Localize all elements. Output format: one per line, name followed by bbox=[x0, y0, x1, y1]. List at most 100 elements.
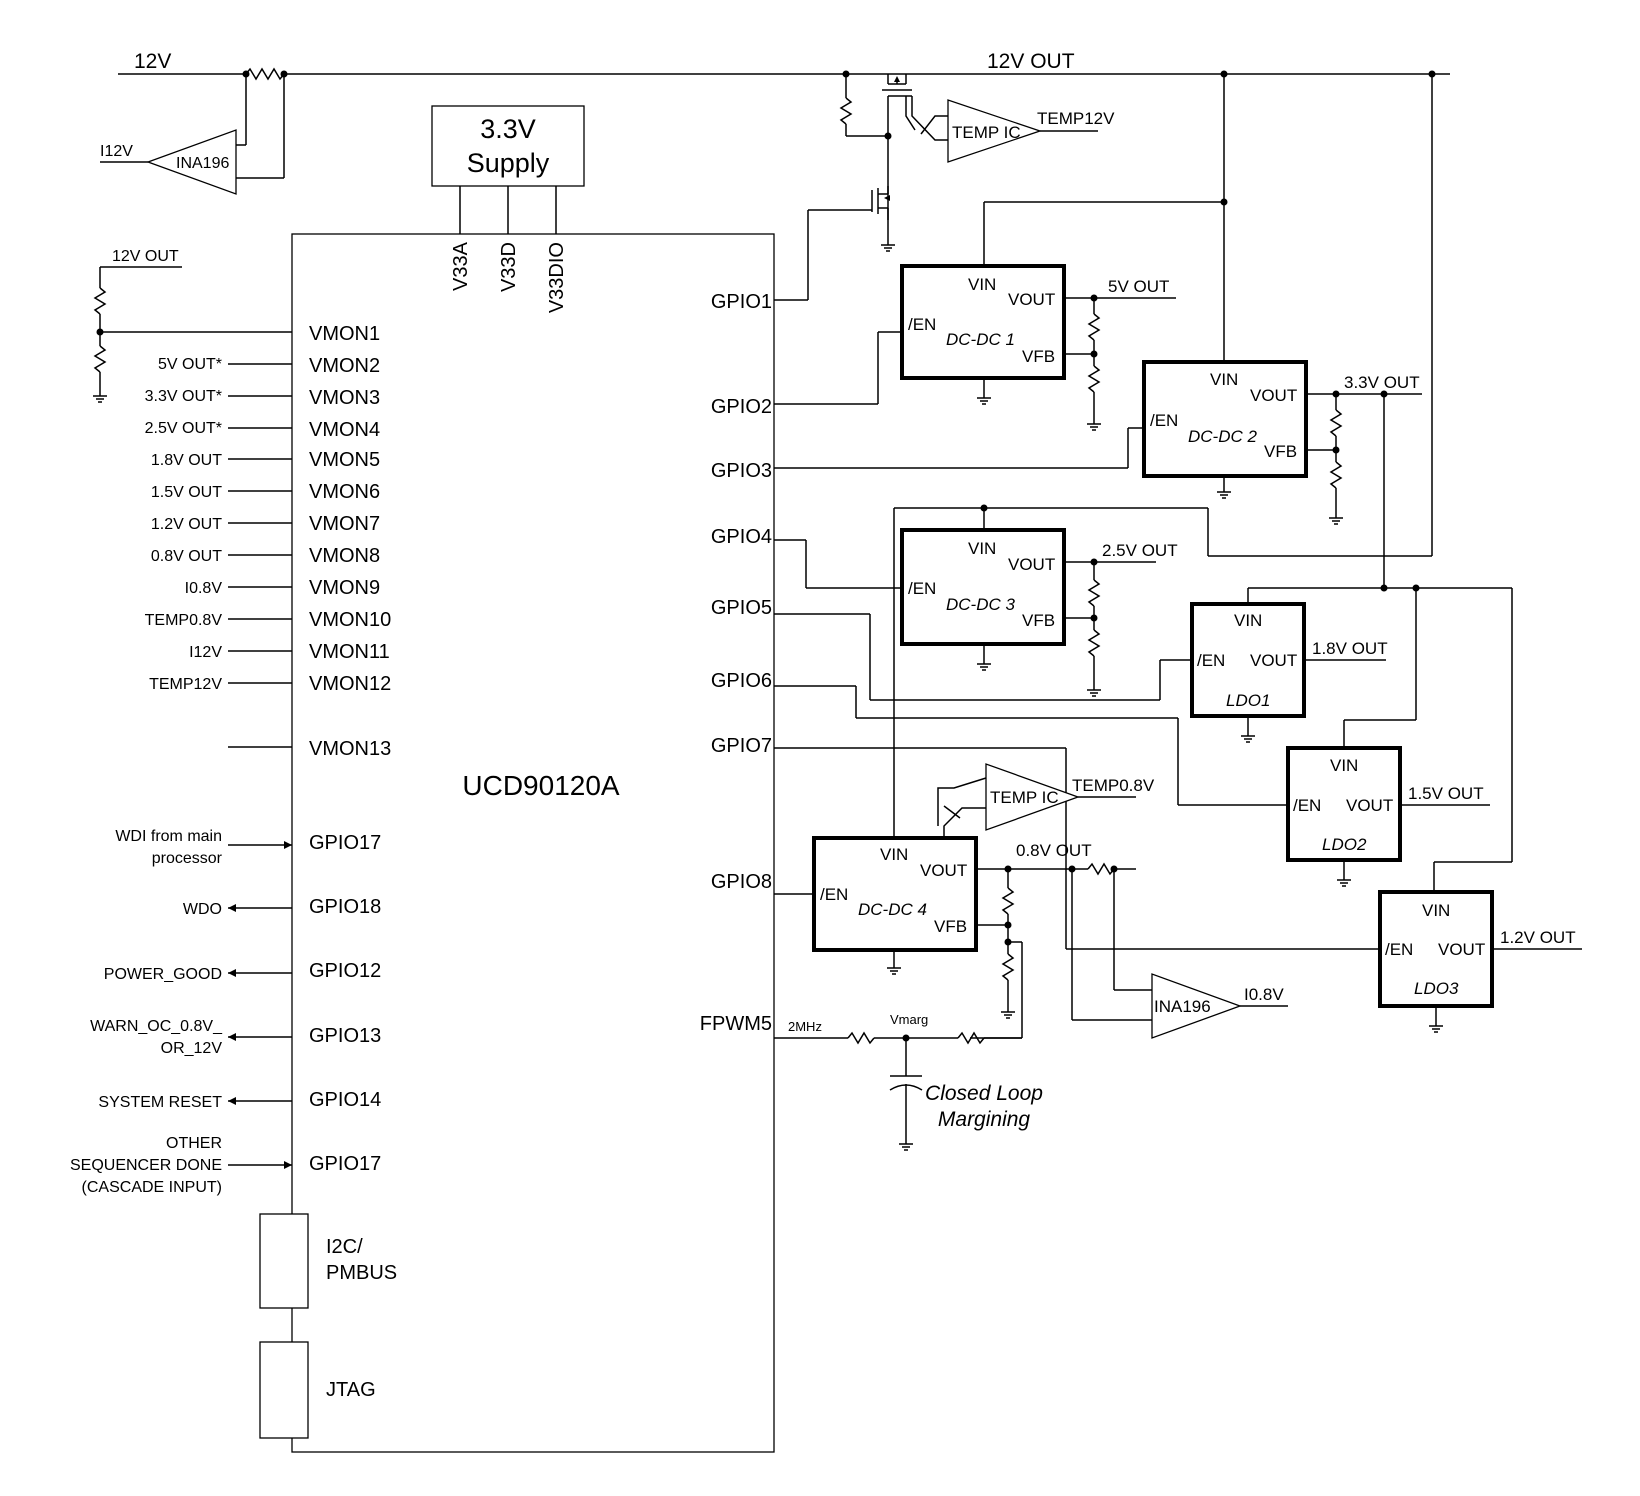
ldo2-regulator: VIN /EN VOUT LDO2 1.5V OUT bbox=[774, 685, 1490, 887]
vmon6-label: VMON6 bbox=[309, 481, 380, 503]
fpwm5-pin: FPWM5 bbox=[700, 1013, 772, 1035]
gpio12-pin: GPIO12 bbox=[309, 960, 381, 982]
ina196-08v-output-label: I0.8V bbox=[1244, 985, 1284, 1004]
ldo1-regulator: VIN /EN VOUT LDO1 1.8V OUT bbox=[774, 602, 1388, 743]
gpio8-pin: GPIO8 bbox=[711, 871, 772, 893]
gpio17-wdi-signal-line2: processor bbox=[152, 850, 223, 867]
ldo1-name: LDO1 bbox=[1226, 691, 1270, 710]
gpio3-pin: GPIO3 bbox=[711, 460, 772, 482]
ucd90120a-chip: UCD90120A V33A V33D V33DIO bbox=[291, 233, 775, 1453]
ldo2-output-label: 1.5V OUT bbox=[1408, 784, 1484, 803]
pin-v33dio: V33DIO bbox=[546, 242, 568, 313]
vmon2-signal: 5V OUT* bbox=[158, 356, 222, 373]
dcdc4-output-label: 0.8V OUT bbox=[1016, 841, 1092, 860]
vmon12-label: VMON12 bbox=[309, 673, 391, 695]
dcdc2-vout: VOUT bbox=[1250, 386, 1297, 405]
gpio13-pin: GPIO13 bbox=[309, 1025, 381, 1047]
left-gpio-list: WDI from main processor GPIO17 WDO GPIO1… bbox=[70, 828, 381, 1196]
temp08v-ic-label: TEMP IC bbox=[990, 788, 1059, 807]
vmon9-signal: I0.8V bbox=[185, 580, 223, 597]
vmon3-signal: 3.3V OUT* bbox=[145, 388, 222, 405]
vmon13-label: VMON13 bbox=[309, 738, 391, 760]
vmon4-signal: 2.5V OUT* bbox=[145, 420, 222, 437]
gpio17-wdi-pin: GPIO17 bbox=[309, 832, 381, 854]
dcdc4-vfb: VFB bbox=[934, 917, 967, 936]
vmon1-divider-label: 12V OUT bbox=[112, 248, 179, 265]
gpio17-cascade-line1: OTHER bbox=[166, 1135, 222, 1152]
ina196-12v-label: INA196 bbox=[176, 155, 229, 172]
margining-freq-label: 2MHz bbox=[788, 1019, 822, 1034]
ldo3-en: /EN bbox=[1385, 940, 1413, 959]
gpio17-wdi-signal-line1: WDI from main bbox=[115, 828, 222, 845]
vmon7-signal: 1.2V OUT bbox=[151, 516, 222, 533]
gpio18-signal: WDO bbox=[183, 901, 222, 918]
gpio1-pin: GPIO1 bbox=[711, 291, 772, 313]
dcdc2-vfb: VFB bbox=[1264, 442, 1297, 461]
dcdc2-output-label: 3.3V OUT bbox=[1344, 373, 1420, 392]
dcdc4-name: DC-DC 4 bbox=[858, 900, 927, 919]
right-pin-list: GPIO1 GPIO2 GPIO3 GPIO4 GPIO5 GPIO6 GPIO… bbox=[700, 291, 772, 1035]
dcdc3-vfb: VFB bbox=[1022, 611, 1055, 630]
temp12v-ic-label: TEMP IC bbox=[952, 123, 1021, 142]
margining-caption-line1: Closed Loop bbox=[925, 1082, 1043, 1105]
vmon7-label: VMON7 bbox=[309, 513, 380, 535]
gpio14-pin: GPIO14 bbox=[309, 1089, 381, 1111]
ldo1-output-label: 1.8V OUT bbox=[1312, 639, 1388, 658]
vmon4-label: VMON4 bbox=[309, 419, 380, 441]
dcdc1-vin: VIN bbox=[968, 275, 996, 294]
ldo2-vout: VOUT bbox=[1346, 796, 1393, 815]
chip-name: UCD90120A bbox=[462, 770, 620, 801]
ldo2-name: LDO2 bbox=[1322, 835, 1367, 854]
dcdc1-vout: VOUT bbox=[1008, 290, 1055, 309]
dcdc1-en: /EN bbox=[908, 315, 936, 334]
dcdc3-regulator: VIN VOUT /EN VFB DC-DC 3 2.5V OUT bbox=[774, 528, 1178, 697]
vmon5-signal: 1.8V OUT bbox=[151, 452, 222, 469]
ldo3-output-label: 1.2V OUT bbox=[1500, 928, 1576, 947]
gpio2-pin: GPIO2 bbox=[711, 396, 772, 418]
ldo2-en: /EN bbox=[1293, 796, 1321, 815]
ina196-08v-label: INA196 bbox=[1154, 997, 1211, 1016]
dcdc1-regulator: VIN VOUT /EN VFB DC-DC 1 5V OUT bbox=[774, 264, 1176, 431]
supply-3v3-line2: Supply bbox=[467, 148, 550, 178]
dcdc4-regulator: VIN VOUT /EN VFB DC-DC 4 0.8V OUT bbox=[774, 836, 1136, 1039]
gpio4-pin: GPIO4 bbox=[711, 526, 772, 548]
dcdc4-vin: VIN bbox=[880, 845, 908, 864]
rail-12v-label: 12V bbox=[134, 50, 171, 73]
ldo3-name: LDO3 bbox=[1414, 979, 1459, 998]
gpio13-signal-line2: OR_12V bbox=[161, 1040, 223, 1057]
vmon1-label: VMON1 bbox=[309, 323, 380, 345]
ldo2-vin: VIN bbox=[1330, 756, 1358, 775]
dcdc2-vin: VIN bbox=[1210, 370, 1238, 389]
margining-caption-line2: Margining bbox=[938, 1108, 1031, 1131]
vmon6-signal: 1.5V OUT bbox=[151, 484, 222, 501]
dcdc4-en: /EN bbox=[820, 885, 848, 904]
vmon9-label: VMON9 bbox=[309, 577, 380, 599]
supply-3v3-line1: 3.3V bbox=[480, 114, 536, 144]
dcdc3-output-label: 2.5V OUT bbox=[1102, 541, 1178, 560]
vmon-pin-list: VMON1 5V OUT* VMON2 3.3V OUT* VMON3 2.5V… bbox=[100, 323, 391, 760]
dcdc2-name: DC-DC 2 bbox=[1188, 427, 1257, 446]
dcdc3-name: DC-DC 3 bbox=[946, 595, 1015, 614]
gpio5-pin: GPIO5 bbox=[711, 597, 772, 619]
ldo3-vin: VIN bbox=[1422, 901, 1450, 920]
gpio17-cascade-line2: SEQUENCER DONE bbox=[70, 1157, 222, 1174]
ina196-08v-amplifier: INA196 I0.8V bbox=[1071, 869, 1288, 1039]
gpio14-signal: SYSTEM RESET bbox=[98, 1094, 222, 1111]
input-rail-12v: 12V 12V OUT bbox=[118, 50, 1450, 179]
gpio7-pin: GPIO7 bbox=[711, 735, 772, 757]
ldo3-regulator: VIN /EN VOUT LDO3 1.2V OUT bbox=[774, 747, 1582, 1033]
vmon5-label: VMON5 bbox=[309, 449, 380, 471]
temp12v-output-label: TEMP12V bbox=[1037, 109, 1115, 128]
vmon2-label: VMON2 bbox=[309, 355, 380, 377]
dcdc3-vout: VOUT bbox=[1008, 555, 1055, 574]
gpio18-pin: GPIO18 bbox=[309, 896, 381, 918]
i2c-pmbus-line1: I2C/ bbox=[326, 1236, 363, 1258]
dcdc4-vout: VOUT bbox=[920, 861, 967, 880]
jtag-label: JTAG bbox=[326, 1379, 376, 1401]
margining-network: 2MHz Vmarg Closed Loop Margining bbox=[774, 1012, 1043, 1151]
supply-3v3: 3.3V Supply bbox=[431, 105, 585, 234]
temp08v-output-label: TEMP0.8V bbox=[1072, 776, 1155, 795]
vmon11-signal: I12V bbox=[189, 644, 222, 661]
dcdc2-en: /EN bbox=[1150, 411, 1178, 430]
dcdc1-output-label: 5V OUT bbox=[1108, 277, 1169, 296]
